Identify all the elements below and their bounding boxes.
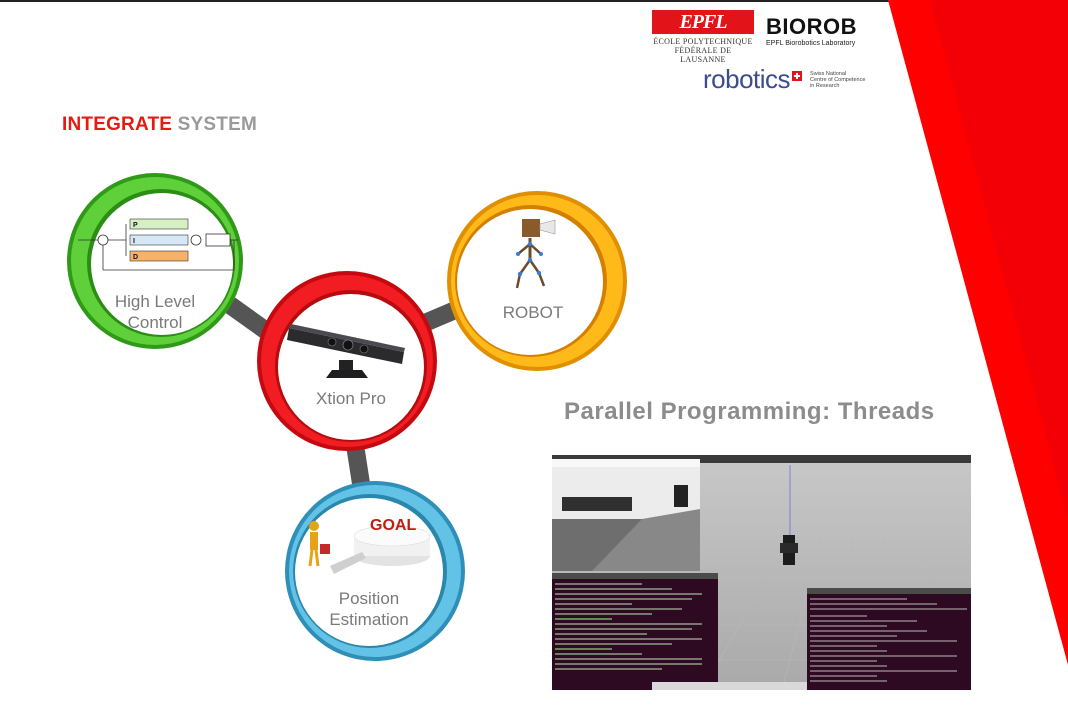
robot-figure-icon bbox=[515, 219, 556, 289]
swiss-cross-icon bbox=[792, 70, 803, 81]
position-circle: GOAL Position Estimation bbox=[282, 478, 468, 664]
epfl-subtitle-2: FÉDÉRALE DE LAUSANNE bbox=[674, 46, 732, 64]
robotics-sub-3: in Research bbox=[810, 82, 840, 89]
goal-illustration-icon: GOAL bbox=[308, 517, 431, 574]
robotics-logo: robotics Swiss National Centre of Compet… bbox=[703, 64, 865, 95]
robotics-logo-text: robotics bbox=[703, 64, 791, 94]
robotics-sub-1: Swiss National bbox=[810, 70, 847, 77]
section-title: INTEGRATE SYSTEM bbox=[62, 114, 257, 136]
simulation-status-bar bbox=[652, 682, 807, 690]
xtion-label: Xtion Pro bbox=[316, 389, 386, 408]
epfl-subtitle-1: ÉCOLE POLYTECHNIQUE bbox=[653, 37, 753, 46]
title-word-system: SYSTEM bbox=[177, 114, 257, 135]
biorob-subtitle: EPFL Biorobotics Laboratory bbox=[766, 40, 856, 47]
robot-label: ROBOT bbox=[502, 303, 564, 322]
biorob-logo: BIOROB EPFL Biorobotics Laboratory bbox=[766, 14, 857, 47]
terminal-right-titlebar bbox=[807, 588, 971, 594]
terminal-left-titlebar bbox=[552, 573, 718, 579]
title-word-integrate: INTEGRATE bbox=[62, 114, 173, 135]
epfl-logo: EPFL ÉCOLE POLYTECHNIQUE FÉDÉRALE DE LAU… bbox=[652, 10, 754, 64]
svg-text:D: D bbox=[133, 254, 138, 261]
terminal-right-text bbox=[810, 598, 967, 682]
top-border bbox=[0, 0, 1068, 2]
control-label-line1: High Level bbox=[114, 292, 196, 311]
svg-text:I: I bbox=[133, 238, 135, 245]
epfl-logo-mark: EPFL bbox=[652, 10, 754, 34]
control-label: High Level Control bbox=[64, 291, 246, 333]
terminal-left-text bbox=[555, 583, 702, 670]
terminal-window-left bbox=[552, 573, 718, 690]
svg-text:P: P bbox=[133, 222, 138, 229]
control-circle: P I D High Level Control bbox=[64, 170, 246, 352]
section-subtitle: Parallel Programming: Threads bbox=[564, 398, 935, 425]
control-label-line2: Control bbox=[127, 313, 183, 332]
simulation-screenshot bbox=[552, 455, 971, 690]
robotics-sub-2: Centre of Competence bbox=[810, 76, 866, 83]
xtion-camera-icon bbox=[287, 324, 405, 378]
xtion-circle: Xtion Pro bbox=[254, 268, 440, 454]
pid-diagram-icon: P I D bbox=[78, 218, 238, 271]
biorob-logo-text: BIOROB bbox=[766, 14, 857, 39]
position-label-line2: Estimation bbox=[329, 610, 409, 629]
position-label: Position Estimation bbox=[276, 588, 462, 630]
robot-circle: ROBOT bbox=[442, 188, 632, 374]
camera-view bbox=[552, 459, 700, 571]
terminal-window-right bbox=[807, 588, 971, 690]
epfl-logo-text: EPFL bbox=[679, 10, 727, 33]
robotics-subtitle: Swiss National Centre of Competence in R… bbox=[810, 71, 865, 89]
red-accent-shape bbox=[888, 0, 1068, 665]
goal-text: GOAL bbox=[370, 517, 416, 534]
position-label-line1: Position bbox=[338, 589, 400, 608]
